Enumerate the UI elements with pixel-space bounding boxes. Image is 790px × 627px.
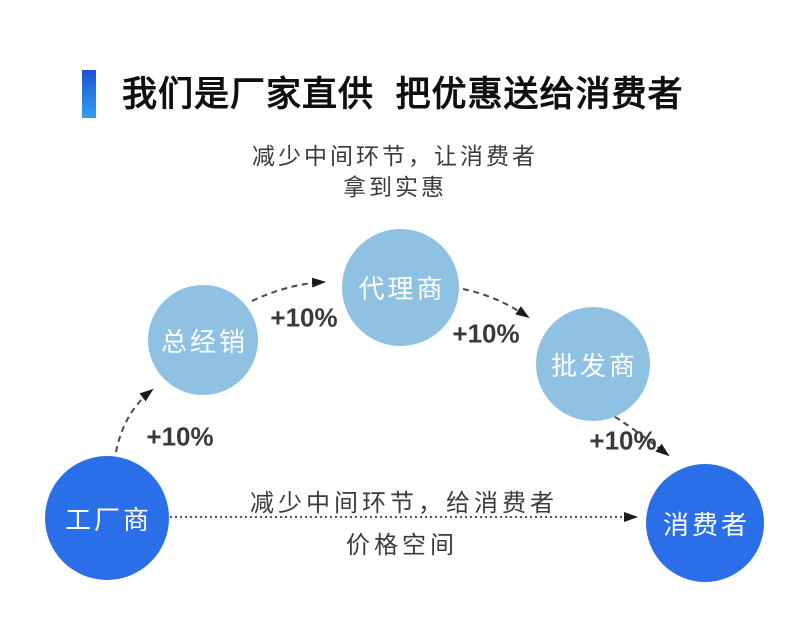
node-factory-label: 工厂商: [64, 505, 152, 535]
node-wholesaler-label: 批发商: [550, 351, 638, 381]
markup-label-agent-wholesaler: +10%: [452, 318, 520, 349]
node-general-distributor-label: 总经销: [160, 327, 248, 357]
direct-path-text-line1: 减少中间环节，给消费者: [250, 491, 558, 517]
title-accent-bar: [82, 70, 96, 118]
node-consumer-label: 消费者: [662, 510, 750, 540]
node-agent: 代理商: [342, 229, 459, 346]
subtitle-line1: 减少中间环节，让消费者: [252, 144, 538, 169]
page-title: 我们是厂家直供 把优惠送给消费者: [122, 75, 684, 114]
arrow-agent-to-wholesaler: [462, 288, 530, 319]
arrow-wholesaler-to-consumer: [605, 410, 670, 457]
markup-label-factory-distributor: +10%: [146, 421, 214, 452]
node-general-distributor: 总经销: [148, 285, 258, 395]
markup-label-wholesaler-consumer: +10%: [589, 425, 657, 456]
subtitle: 减少中间环节，让消费者 拿到实惠: [0, 141, 790, 203]
direct-path-text-line2: 价格空间: [346, 533, 458, 559]
node-consumer: 消费者: [646, 464, 764, 582]
arrow-distributor-to-agent: [251, 277, 326, 302]
subtitle-line2: 拿到实惠: [343, 175, 447, 200]
arrow-factory-to-distributor: [115, 388, 154, 453]
node-factory: 工厂商: [45, 456, 169, 580]
node-wholesaler: 批发商: [536, 307, 650, 421]
markup-label-distributor-agent: +10%: [270, 302, 338, 333]
node-agent-label: 代理商: [358, 275, 446, 304]
